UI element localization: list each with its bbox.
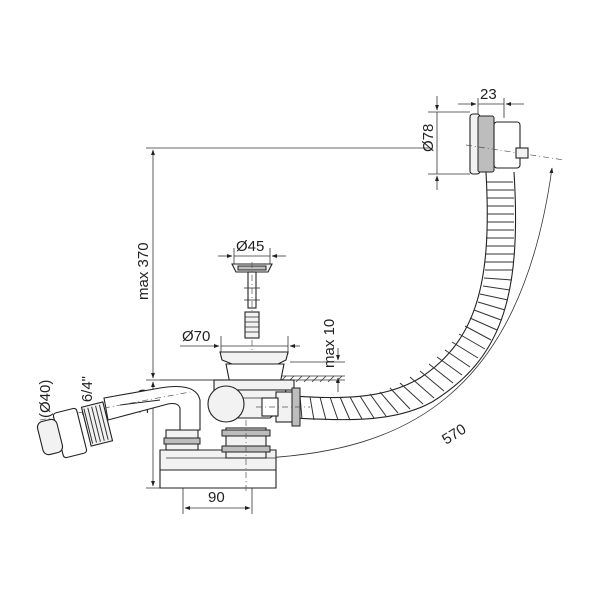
outlet-pipe xyxy=(39,385,201,431)
width-23-label: 23 xyxy=(480,86,497,103)
siphon-trap xyxy=(159,385,277,494)
dimension-o70: Ø70 xyxy=(180,328,300,354)
hose-570-label: 570 xyxy=(439,421,469,449)
dimension-o45: Ø45 xyxy=(218,238,286,264)
flexible-hose xyxy=(291,171,517,421)
diameter-40-label: (Ø40) xyxy=(37,380,54,418)
diameter-70-label: Ø70 xyxy=(182,328,210,345)
dimension-o78: Ø78 xyxy=(420,96,470,190)
diameter-78-label: Ø78 xyxy=(420,124,437,152)
max-370-label: max 370 xyxy=(135,242,152,300)
dimension-23: 23 xyxy=(458,86,524,118)
plug-assembly xyxy=(231,262,273,395)
outlet-connector xyxy=(36,401,114,459)
max-10-label: max 10 xyxy=(321,319,338,368)
dimension-max-370: max 370 xyxy=(135,147,430,381)
dimension-max-10: max 10 xyxy=(290,319,345,392)
overflow-head xyxy=(465,113,565,175)
dimension-570: 570 xyxy=(264,167,554,459)
hose-connector xyxy=(256,387,310,427)
width-90-label: 90 xyxy=(208,489,225,506)
diameter-45-label: Ø45 xyxy=(236,238,264,255)
